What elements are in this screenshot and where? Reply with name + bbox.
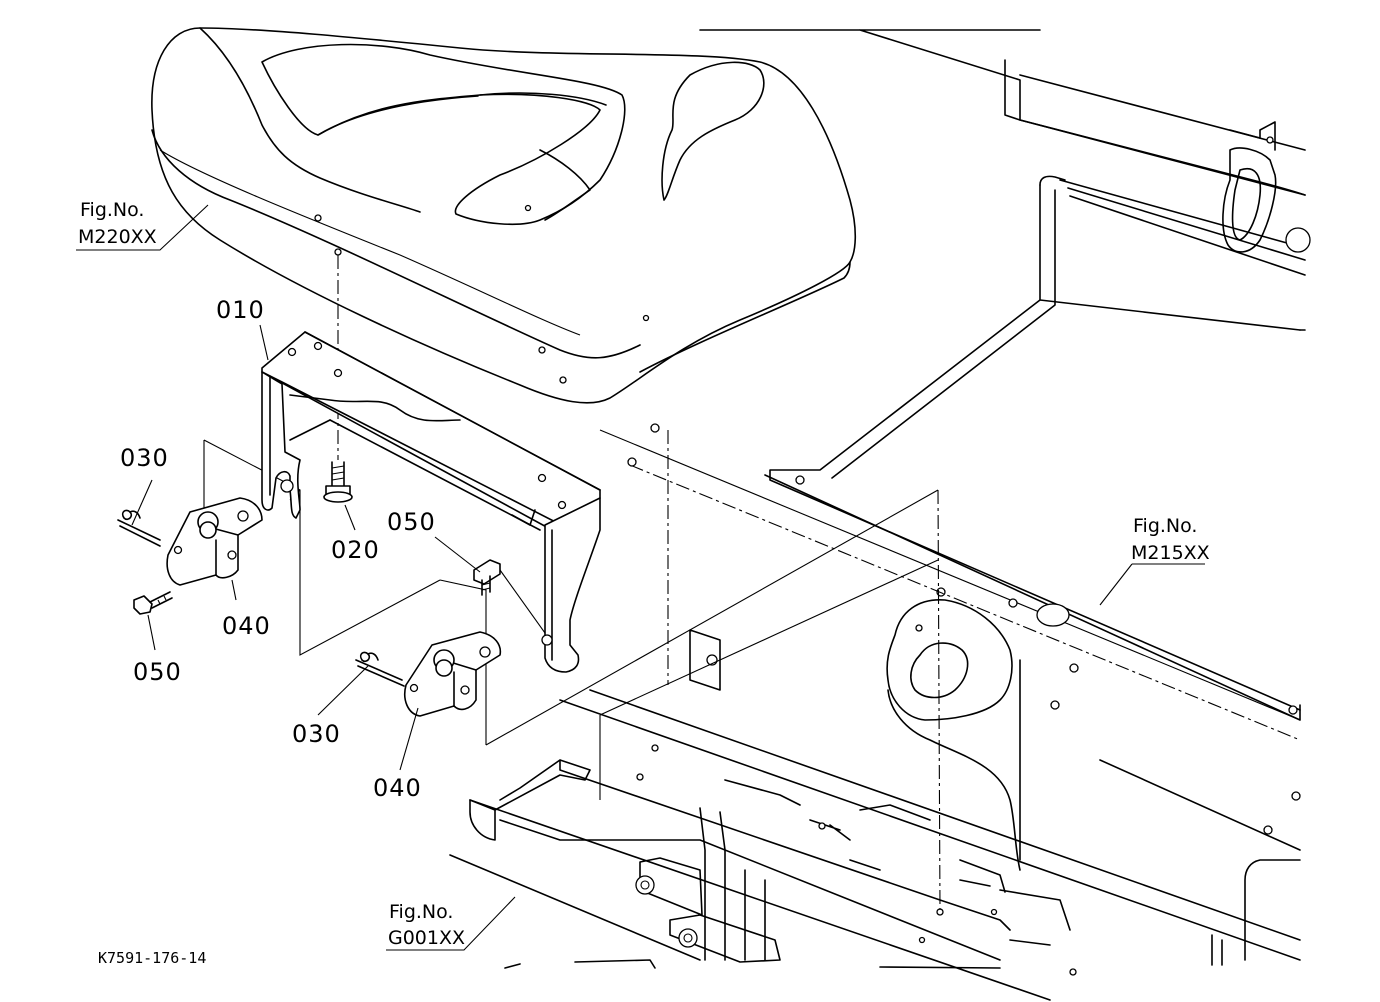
part-050-bolt-upper <box>473 559 501 596</box>
drawing-code: K7591-176-14 <box>98 949 206 967</box>
part-050-bolt-lower <box>133 591 173 615</box>
frame-drawing <box>449 629 1301 1001</box>
seat-drawing <box>151 27 857 404</box>
part-040-plate-left <box>166 497 263 586</box>
floor-panel-drawing <box>599 29 1311 966</box>
part-010-bracket <box>261 331 660 673</box>
figure-references: Fig.No. M220XX Fig.No. M215XX Fig.No. G0… <box>78 199 1210 949</box>
fig-ref-seat-code: M220XX <box>78 226 157 248</box>
fig-ref-frame-code: G001XX <box>388 927 465 949</box>
fig-ref-frame-title: Fig.No. <box>389 901 453 923</box>
label-050-lower: 050 <box>133 658 182 686</box>
leader-lines <box>76 204 1205 951</box>
part-number-labels: 010 030 020 050 040 050 030 040 <box>120 296 436 802</box>
part-020-bolt <box>323 461 353 503</box>
part-030-clip-right <box>355 651 405 687</box>
fig-ref-seat-title: Fig.No. <box>80 199 144 221</box>
fig-ref-floor-code: M215XX <box>1131 542 1210 564</box>
label-050-upper: 050 <box>387 508 436 536</box>
label-010: 010 <box>216 296 265 324</box>
label-030-right: 030 <box>292 720 341 748</box>
assembly-guide-lines <box>203 255 1301 911</box>
label-020: 020 <box>331 536 380 564</box>
fig-ref-floor-title: Fig.No. <box>1133 515 1197 537</box>
label-030-left: 030 <box>120 444 169 472</box>
label-040-left: 040 <box>222 612 271 640</box>
label-040-right: 040 <box>373 774 422 802</box>
part-040-plate-right <box>404 631 502 717</box>
part-030-clip-left <box>117 509 161 547</box>
